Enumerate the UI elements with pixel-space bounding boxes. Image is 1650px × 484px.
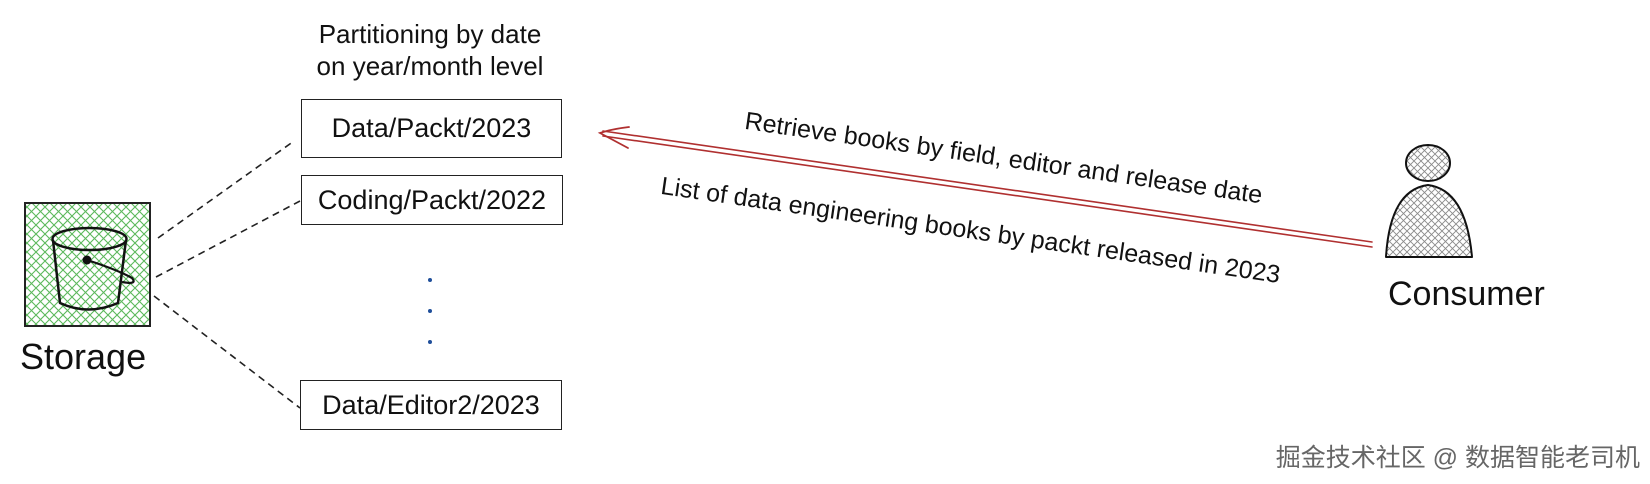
- ellipsis-dot: [428, 278, 432, 282]
- bucket-icon: [51, 226, 135, 311]
- heading-line-2: on year/month level: [316, 51, 544, 81]
- connector-partition-3: [153, 295, 301, 409]
- arrowhead-icon: [597, 126, 630, 149]
- partition-box-1: Data/Packt/2023: [301, 99, 562, 158]
- person-icon: [1385, 144, 1473, 258]
- heading-line-1: Partitioning by date: [318, 19, 542, 49]
- storage-label: Storage: [20, 336, 147, 377]
- partition-box-2: Coding/Packt/2022: [301, 175, 563, 225]
- ellipsis-dot: [428, 309, 432, 313]
- request-arrow: [597, 126, 1373, 248]
- consumer-label: Consumer: [1388, 275, 1545, 313]
- connector-partition-2: [155, 200, 301, 278]
- storage-node: [24, 202, 151, 327]
- watermark: 掘金技术社区 @ 数据智能老司机: [1275, 444, 1640, 472]
- partition-heading: Partitioning by date on year/month level: [300, 18, 560, 82]
- storage-box: [24, 202, 151, 327]
- ellipsis-dot: [428, 340, 432, 344]
- partition-box-3: Data/Editor2/2023: [300, 380, 562, 430]
- storage-connectors: [153, 140, 301, 409]
- connector-partition-1: [157, 140, 295, 239]
